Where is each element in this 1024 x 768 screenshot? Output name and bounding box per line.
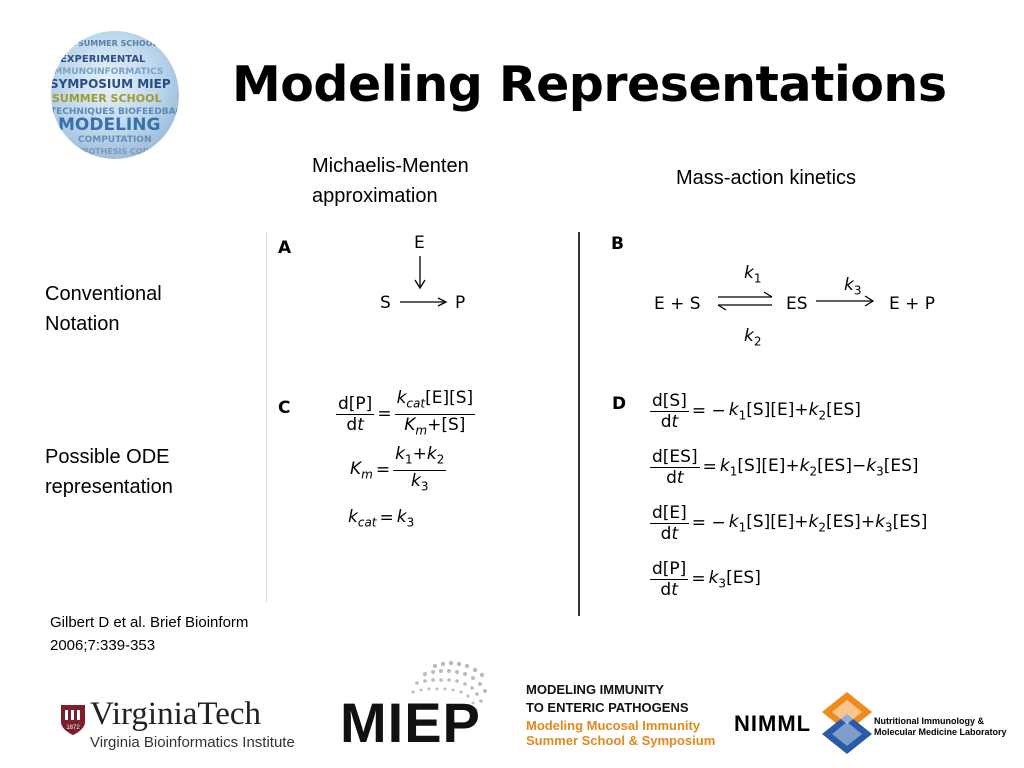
panel-label-b: B: [611, 234, 624, 254]
k1-subscript: 1: [753, 271, 762, 286]
symposium-globe-logo: SUMMER SCHOOL EXPERIMENTAL IMMUNOINFORMA…: [50, 31, 182, 159]
panel-b-k1: k1: [744, 263, 762, 285]
fraction: d[ES]dt: [650, 446, 700, 488]
panel-a-arrows: [400, 256, 448, 307]
row-label-line: Conventional: [45, 283, 162, 305]
k2-subscript: 2: [753, 334, 762, 349]
vt-shield-icon: 1872: [61, 705, 85, 735]
miep-tagline: MODELING IMMUNITY TO ENTERIC PATHOGENS M…: [526, 682, 715, 748]
miep-wordmark: MIEP: [340, 691, 481, 754]
globe-word: SYMPOSIUM MIEP: [50, 77, 171, 91]
panel-a-enzyme: E: [414, 233, 425, 253]
row-label-line: Possible ODE: [45, 446, 170, 468]
equation-des: d[ES]dt = k1[S][E]+k2[ES]−k3[ES]: [650, 446, 919, 488]
panel-b-reactants: E + S: [654, 294, 701, 314]
equation-de: d[E]dt = − k1[S][E]+k2[ES]+k3[ES]: [650, 502, 928, 544]
fraction: d[E]dt: [650, 502, 689, 544]
column-header-line: Michaelis-Menten: [312, 155, 469, 177]
panel-d-equations: d[S]dt = − k1[S][E]+k2[ES] d[ES]dt = k1[…: [650, 383, 927, 607]
k3-subscript: 3: [853, 283, 862, 298]
nimml-line: Molecular Medicine Laboratory: [874, 727, 1007, 737]
panel-b-complex: ES: [786, 294, 808, 314]
fraction: d[P]dt: [336, 393, 375, 435]
nimml-wordmark: NIMML: [734, 711, 812, 736]
panel-a-substrate: S: [380, 293, 391, 313]
miep-line: Modeling Mucosal Immunity: [526, 718, 701, 733]
k2-symbol: k: [744, 326, 754, 346]
equation-ds: d[S]dt = − k1[S][E]+k2[ES]: [650, 390, 861, 432]
figure-divider: [578, 232, 580, 616]
vt-name: VirginiaTech: [90, 696, 262, 732]
citation: Gilbert D et al. Brief Bioinform 2006;7:…: [50, 611, 248, 657]
equation-dp: d[P]dt = k3[ES]: [650, 558, 761, 600]
vt-subtitle: Virginia Bioinformatics Institute: [90, 734, 295, 751]
equation-kcat: kcat = k3: [348, 506, 415, 530]
citation-line: 2006;7:339-353: [50, 637, 156, 654]
miep-line: TO ENTERIC PATHOGENS: [526, 700, 689, 715]
globe-word: COMPUTATION: [78, 135, 152, 145]
nimml-diamond-icon: [822, 692, 872, 754]
row-label-line: Notation: [45, 313, 120, 335]
row-label-ode: Possible ODE representation: [45, 442, 173, 502]
citation-line: Gilbert D et al. Brief Bioinform: [50, 614, 249, 631]
k1-symbol: k: [744, 263, 754, 283]
panel-b-k3: k3: [844, 275, 862, 297]
equation-rate: d[P]dt = kcat[E][S]Km+[S]: [336, 386, 476, 442]
vt-shield-year: 1872: [66, 725, 80, 731]
column-header-line: approximation: [312, 185, 438, 207]
fraction: kcat[E][S]Km+[S]: [394, 388, 476, 437]
virginia-tech-logo: 1872 VirginiaTech Virginia Bioinformatic…: [60, 696, 310, 755]
globe-word: EXPERIMENTAL: [60, 54, 146, 65]
column-header-mass-action: Mass-action kinetics: [676, 167, 857, 189]
k3-symbol: k: [844, 275, 854, 295]
figure-left-edge: [266, 232, 267, 602]
nimml-tagline: Nutritional Immunology & Molecular Medic…: [874, 716, 1007, 738]
panel-b-arrows: [717, 291, 875, 311]
globe-word: HYPOTHESIS CODE: [70, 147, 155, 156]
panel-a-product: P: [455, 293, 466, 313]
fraction: d[P]dt: [650, 558, 689, 600]
nimml-line: Nutritional Immunology &: [874, 716, 984, 726]
panel-b-products: E + P: [889, 294, 936, 314]
row-label-conventional: Conventional Notation: [45, 279, 162, 339]
fraction: d[S]dt: [650, 390, 689, 432]
slide-title: Modeling Representations: [232, 56, 947, 113]
panel-b-k2: k2: [744, 326, 762, 348]
globe-word: MODELING: [58, 115, 160, 135]
panel-label-a: A: [278, 238, 292, 258]
miep-dots-icon: [411, 660, 487, 712]
globe-word: IMMUNOINFORMATICS: [50, 67, 163, 77]
panel-label-d: D: [612, 394, 627, 414]
panel-label-c: C: [278, 398, 291, 418]
miep-line: Summer School & Symposium: [526, 733, 716, 748]
globe-word: SUMMER SCHOOL: [78, 39, 158, 48]
row-label-line: representation: [45, 476, 173, 498]
globe-word: SUMMER SCHOOL: [52, 92, 161, 105]
miep-line: MODELING IMMUNITY: [526, 682, 664, 697]
column-header-michaelis-menten: Michaelis-Menten approximation: [312, 151, 469, 211]
globe-word: TECHNIQUES BIOFEEDBACK: [50, 107, 182, 117]
